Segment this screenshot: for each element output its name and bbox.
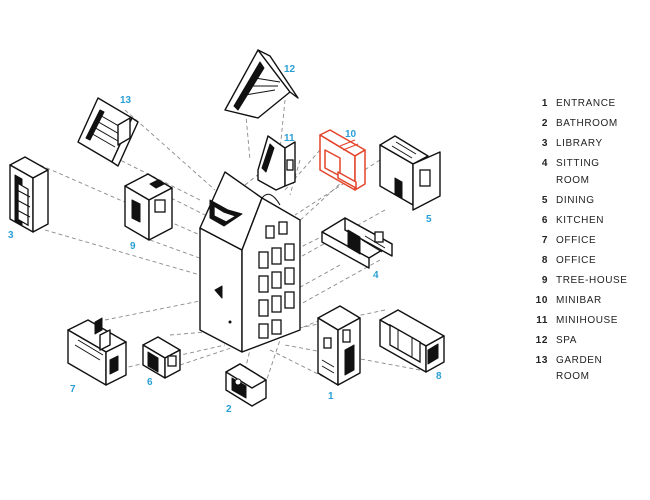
legend-number: 13	[535, 354, 548, 366]
room-entrance	[317, 305, 361, 386]
room-library	[9, 156, 49, 233]
room-office-right	[379, 309, 445, 373]
callout-4: 4	[373, 270, 379, 281]
legend-item: 4 Sitting room	[528, 156, 646, 189]
callout-9: 9	[130, 241, 136, 252]
room-legend: 1 Entrance 2 Bathroom 3 Library 4 Sitting ro…	[528, 96, 646, 389]
legend-number: 9	[541, 274, 548, 286]
legend-item: 2 Bathroom	[528, 116, 646, 133]
legend-label: Tree-house	[556, 274, 628, 286]
legend-number: 5	[541, 194, 548, 206]
callout-13: 13	[120, 95, 132, 106]
legend-number: 12	[535, 334, 548, 346]
legend-number: 2	[541, 118, 548, 129]
legend-item: 7 Office	[528, 233, 646, 250]
callout-6: 6	[147, 377, 153, 388]
room-minibar	[319, 129, 366, 191]
legend-item: 10 Minibar	[528, 293, 646, 310]
legend-item: 3 Library	[528, 136, 646, 153]
callout-5: 5	[426, 214, 432, 225]
main-house	[199, 171, 301, 353]
legend-label: Bathroom	[556, 118, 618, 129]
legend-label: Sitting room	[556, 158, 600, 186]
callout-11: 11	[284, 133, 295, 144]
legend-label: Library	[556, 138, 603, 149]
legend-number: 1	[541, 98, 548, 109]
room-sitting	[321, 217, 393, 269]
callout-2: 2	[226, 404, 232, 415]
legend-label: Kitchen	[556, 214, 605, 226]
legend-label: Minibar	[556, 294, 602, 306]
legend-item: 1 Entrance	[528, 96, 646, 113]
legend-label: Garden room	[556, 354, 603, 383]
callout-labels: 1 2 3 4 5 6 7 8 9 10 11 12 13	[8, 64, 442, 415]
legend-number: 10	[535, 294, 548, 306]
legend-label: Dining	[556, 194, 595, 206]
callout-1: 1	[328, 391, 334, 402]
legend-number: 6	[541, 214, 548, 226]
legend-item: 13 Garden room	[528, 353, 646, 386]
legend-number: 11	[536, 314, 548, 326]
callout-3: 3	[8, 230, 14, 241]
room-dining	[379, 135, 441, 211]
legend-item: 8 Office	[528, 253, 646, 270]
legend-number: 3	[541, 138, 548, 149]
room-garden	[77, 97, 139, 167]
room-office-left	[67, 317, 127, 386]
room-treehouse	[124, 173, 173, 241]
legend-label: Minihouse	[556, 314, 619, 326]
callout-7: 7	[70, 384, 76, 395]
callout-10: 10	[345, 129, 357, 140]
legend-label: Office	[556, 254, 597, 266]
room-spa	[224, 49, 299, 119]
legend-label: Spa	[556, 334, 578, 346]
legend-label: Entrance	[556, 98, 616, 109]
legend-item: 11 Minihouse	[528, 313, 646, 330]
legend-number: 4	[541, 158, 548, 169]
callout-12: 12	[284, 64, 296, 75]
room-kitchen	[142, 336, 181, 379]
legend-item: 5 Dining	[528, 193, 646, 210]
room-bathroom	[225, 363, 267, 407]
legend-item: 12 Spa	[528, 333, 646, 350]
legend-number: 8	[541, 254, 548, 266]
house-windows	[258, 221, 295, 339]
legend-item: 9 Tree-house	[528, 273, 646, 290]
room-minihouse	[257, 135, 296, 191]
legend-item: 6 Kitchen	[528, 213, 646, 230]
legend-number: 7	[541, 234, 548, 246]
legend-label: Office	[556, 234, 597, 246]
callout-8: 8	[436, 371, 442, 382]
